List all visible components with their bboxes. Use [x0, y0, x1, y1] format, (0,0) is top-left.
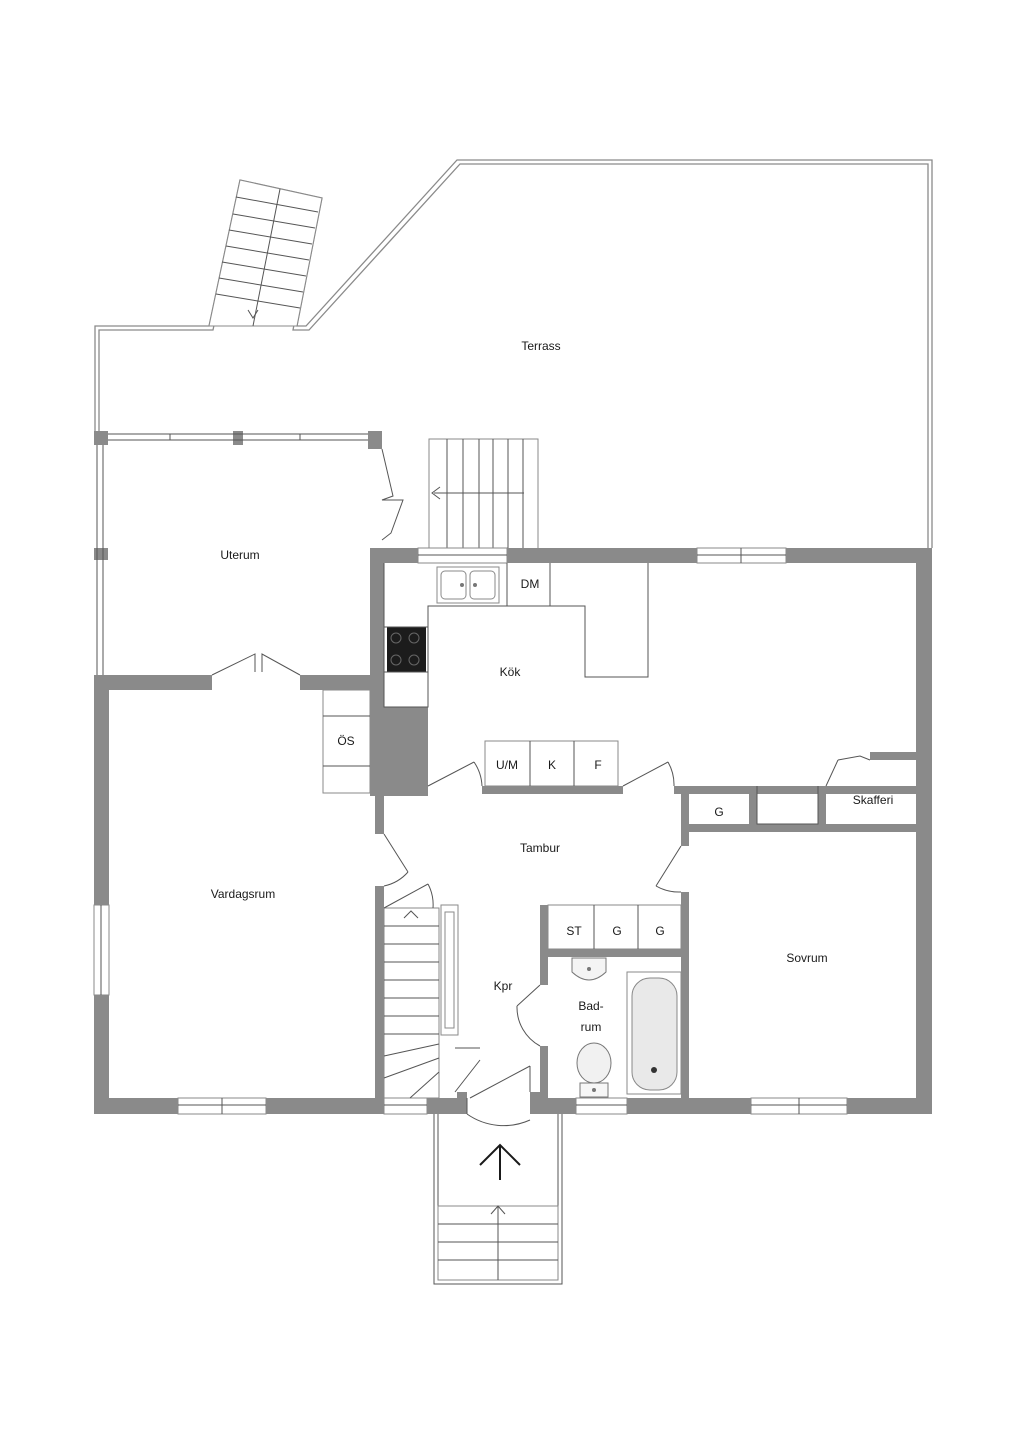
living-door[interactable] — [383, 833, 409, 887]
freezer-label: F — [594, 758, 601, 772]
cabinet-os-label: ÖS — [337, 734, 354, 748]
toilet-icon — [576, 1042, 612, 1098]
room-label-kpr: Kpr — [494, 979, 513, 993]
uterum-living-door[interactable] — [211, 653, 301, 676]
storage-area: G Skafferi — [714, 755, 893, 825]
room-label-skafferi: Skafferi — [853, 793, 893, 807]
windows — [93, 547, 848, 1115]
room-label-uterum: Uterum — [220, 548, 259, 562]
room-label-vardagsrum: Vardagsrum — [211, 887, 275, 901]
terrace-stair[interactable] — [208, 179, 323, 327]
room-label-terrass: Terrass — [521, 339, 560, 353]
front-door[interactable] — [466, 1065, 531, 1127]
bathroom-door[interactable] — [516, 984, 541, 1047]
room-label-badrum-1: Bad- — [578, 999, 603, 1013]
entrance-arrow-icon — [479, 1143, 521, 1180]
back-steps[interactable] — [428, 438, 539, 550]
cabinet-os: ÖS — [322, 689, 371, 794]
interior-walls — [370, 707, 916, 1114]
closets: ST G G — [547, 904, 682, 950]
skafferi-door[interactable] — [825, 755, 871, 787]
closet-g1-label: G — [612, 924, 621, 938]
bathtub-icon — [626, 971, 682, 1095]
exterior-walls — [94, 548, 932, 1114]
kitchen-door-east[interactable] — [622, 761, 675, 787]
uterum-terrace-door[interactable] — [381, 448, 404, 541]
room-label-kok: Kök — [500, 665, 522, 679]
fridge-label: K — [548, 758, 556, 772]
closet-st-label: ST — [566, 924, 582, 938]
uterum: Uterum — [94, 431, 404, 675]
washbasin-icon — [571, 957, 607, 981]
dishwasher-label: DM — [521, 577, 540, 591]
closet-g2-label: G — [655, 924, 664, 938]
terrace: Terrass — [94, 159, 933, 548]
room-label-badrum-2: rum — [581, 1020, 602, 1034]
room-label-tambur: Tambur — [520, 841, 560, 855]
kitchen: DM Kök U/M K F — [383, 563, 675, 787]
storage-g-label: G — [714, 805, 723, 819]
bedroom-door[interactable] — [655, 845, 682, 893]
kitchen-door-west[interactable] — [427, 761, 483, 787]
room-label-sovrum: Sovrum — [786, 951, 827, 965]
basement-stairs[interactable] — [383, 883, 481, 1099]
washer-label: U/M — [496, 758, 518, 772]
bathroom: Bad- rum — [516, 957, 682, 1098]
entrance[interactable] — [433, 1065, 563, 1285]
